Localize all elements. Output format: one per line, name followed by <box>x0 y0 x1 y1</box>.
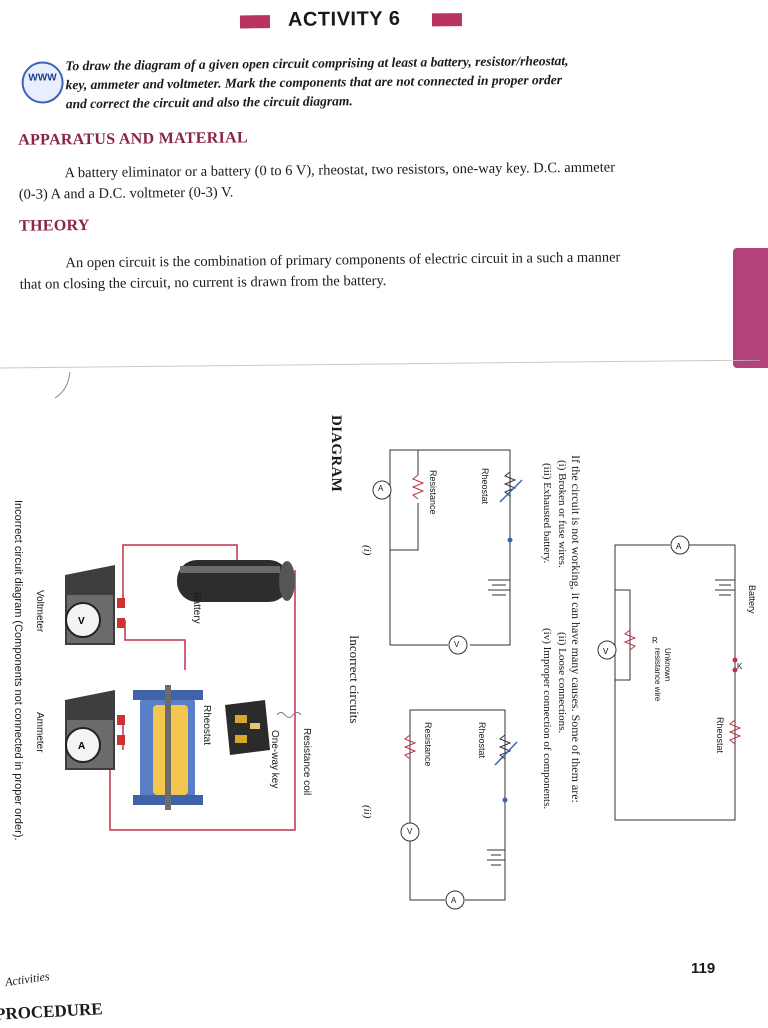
circuit-i-rheostat-label: Rheostat <box>480 468 490 505</box>
ammeter-label: Ammeter <box>34 712 45 753</box>
one-way-key-label: One-way key <box>269 730 280 789</box>
correct-r-label: R <box>652 636 658 645</box>
causes-intro: If the circuit is not working, it can ha… <box>569 455 583 803</box>
page-number: 119 <box>691 960 716 977</box>
correct-battery-label: Battery <box>747 585 757 614</box>
diagram-heading: DIAGRAM <box>328 415 344 493</box>
correct-circuit: A V <box>597 535 742 821</box>
battery-label: Battery <box>191 592 202 624</box>
photo-caption: Incorrect circuit diagram (Components no… <box>12 500 24 841</box>
rheostat-photo-label: Rheostat <box>201 705 212 746</box>
correct-k-label: K <box>737 662 743 671</box>
cause-3: (iii) Exhausted battery. <box>541 463 553 564</box>
circuit-ii-label: (ii) <box>361 805 373 819</box>
circuit-ii-voltmeter-symbol: V <box>407 827 413 836</box>
objective-line-3: and correct the circuit and also the cir… <box>65 93 353 112</box>
cause-1: (i) Broken or fuse wires. <box>556 460 568 568</box>
apparatus-line-1: A battery eliminator or a battery (0 to … <box>64 159 616 182</box>
circuit-i-resistance-label: Resistance <box>428 470 438 515</box>
theory-line-1: An open circuit is the combination of pr… <box>65 249 621 272</box>
cause-2: (ii) Loose connections. <box>556 632 568 734</box>
unknown-resistance-label: Unknown resistance wire <box>653 648 672 702</box>
svg-text:V: V <box>78 616 85 627</box>
circuit-ii-rheostat-label: Rheostat <box>477 722 487 759</box>
cause-4: (iv) Improper connection of components. <box>541 628 553 810</box>
activity-title: ACTIVITY 6 <box>287 7 401 31</box>
circuit-i-voltmeter-symbol: V <box>454 640 460 649</box>
svg-text:V: V <box>603 647 609 656</box>
correct-rheostat-label: Rheostat <box>715 717 725 754</box>
circuit-ii-resistance-label: Resistance <box>423 722 433 767</box>
resistance-coil-label: Resistance coil <box>301 728 312 796</box>
theory-heading: THEORY <box>19 217 90 235</box>
incorrect-circuit-i <box>372 449 523 655</box>
www-icon: WWW <box>21 61 64 104</box>
page-fold <box>0 360 761 399</box>
circuit-ii-ammeter-symbol: A <box>451 896 457 905</box>
apparatus-heading: APPARATUS AND MATERIAL <box>18 129 249 149</box>
theory-line-2: that on closing the circuit, no current … <box>19 272 387 293</box>
page-edge-tab <box>733 248 768 368</box>
voltmeter-label: Voltmeter <box>34 590 45 633</box>
objective-line-2: key, ammeter and voltmeter. Mark the com… <box>65 72 563 93</box>
title-marker-left <box>239 15 271 29</box>
circuit-i-ammeter-symbol: A <box>378 484 384 493</box>
title-marker-right <box>431 13 463 27</box>
apparatus-line-2: (0-3) A and a D.C. voltmeter (0-3) V. <box>18 184 234 203</box>
svg-text:A: A <box>78 741 85 752</box>
svg-text:A: A <box>676 542 682 551</box>
incorrect-circuit-photo: V A <box>65 544 302 831</box>
incorrect-circuit-ii <box>400 709 518 910</box>
